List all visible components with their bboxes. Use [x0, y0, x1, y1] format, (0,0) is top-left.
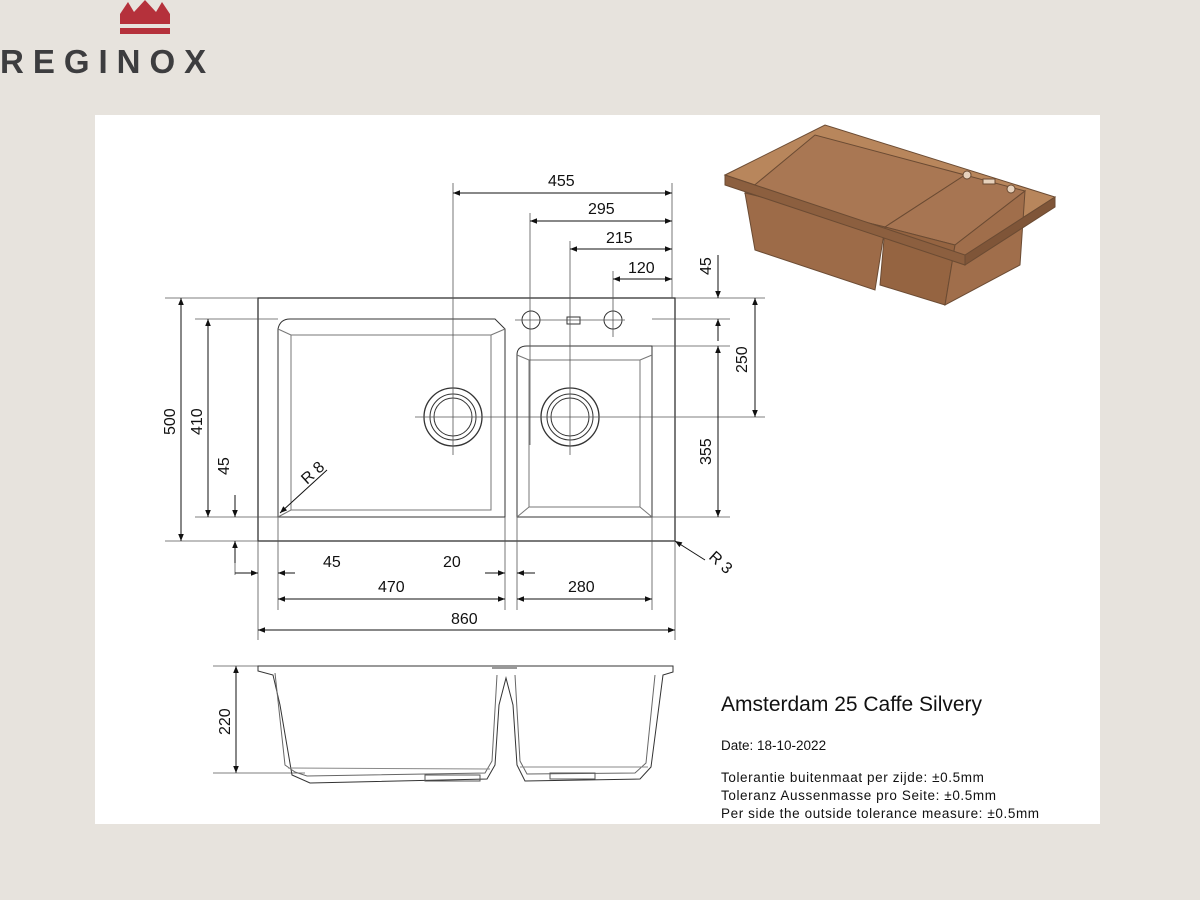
dim-295: 295: [588, 201, 615, 218]
render-tap-hole-icon: [962, 170, 972, 180]
dim-455: 455: [548, 173, 575, 190]
dim-280: 280: [568, 579, 595, 596]
reginox-logo: REGINOX: [0, 0, 215, 80]
left-bowl: [277, 318, 506, 518]
dim-860: 860: [451, 611, 478, 628]
dimension-labels: 455 295 215 120 45 250 355 500 410 45 R …: [162, 173, 751, 735]
sink-top-view: [257, 297, 676, 542]
crown-icon: [120, 0, 170, 34]
sink-3d-render: [723, 124, 1057, 306]
drawing-sheet: 455 295 215 120 45 250 355 500 410 45 R …: [95, 115, 1100, 824]
radius-r3: R 3: [705, 548, 735, 577]
dim-470: 470: [378, 579, 405, 596]
tolerance-en: Per side the outside tolerance measure: …: [721, 806, 1040, 821]
technical-drawing: 455 295 215 120 45 250 355 500 410 45 R …: [162, 124, 1057, 784]
render-tap-hole-icon: [1006, 184, 1016, 194]
dim-45-left: 45: [216, 457, 233, 475]
dim-45-bottom: 45: [323, 554, 341, 571]
radius-r8: R 8: [298, 459, 328, 488]
dim-220: 220: [217, 708, 234, 735]
dim-120: 120: [628, 260, 655, 277]
tolerance-nl: Tolerantie buitenmaat per zijde: ±0.5mm: [721, 770, 985, 785]
sink-outline: [257, 297, 676, 542]
dim-20: 20: [443, 554, 461, 571]
dim-215: 215: [606, 230, 633, 247]
section-outline: [257, 665, 674, 784]
dim-355: 355: [698, 438, 715, 465]
dimension-lines: [178, 190, 758, 773]
tolerance-notes: Tolerantie buitenmaat per zijde: ±0.5mm …: [721, 769, 1040, 823]
drawing-date: Date: 18-10-2022: [721, 738, 827, 753]
dim-45-top: 45: [698, 257, 715, 275]
right-bowl: [516, 345, 653, 518]
dim-500: 500: [162, 408, 179, 435]
sink-section-view: [213, 665, 674, 784]
product-title: Amsterdam 25 Caffe Silvery: [721, 693, 983, 716]
brand-name: REGINOX: [0, 43, 215, 80]
overflow-slot: [566, 316, 581, 325]
dim-250: 250: [734, 346, 751, 373]
tolerance-de: Toleranz Aussenmasse pro Seite: ±0.5mm: [721, 788, 997, 803]
dim-410: 410: [189, 408, 206, 435]
